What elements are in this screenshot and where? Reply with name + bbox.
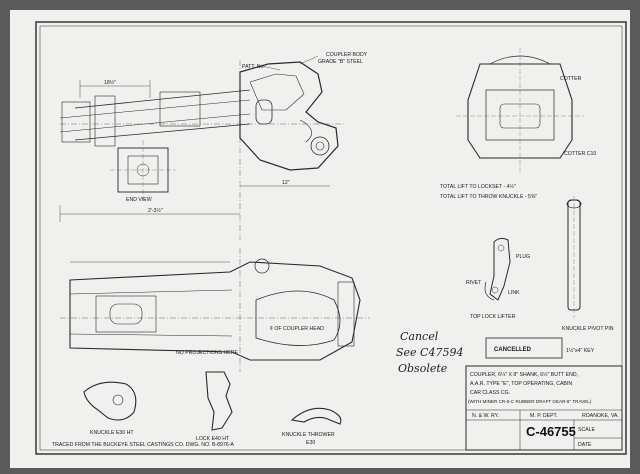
dim-18: 18½" — [104, 79, 116, 86]
knuckle-thrower-label: KNUCKLE THROWER — [282, 432, 335, 438]
inner-border — [39, 25, 623, 451]
end-view-label: END VIEW — [126, 197, 152, 203]
dept-label: M. P. DEPT. — [530, 413, 558, 419]
patt-label: PATT. No. — [242, 64, 265, 70]
knuckle-part — [83, 381, 137, 421]
title-block — [465, 365, 623, 451]
scale-label: SCALE — [578, 427, 596, 433]
location-label: ROANOKE, VA. — [582, 413, 619, 419]
cancel-note-3: Obsolete — [398, 362, 448, 375]
top-coupler-view — [59, 55, 346, 240]
plug-label: PLUG — [516, 254, 530, 260]
coupler-body-label: COUPLER BODY — [326, 52, 368, 58]
dim-12: 12" — [282, 180, 290, 186]
dim-2-3: 2'-3½" — [148, 207, 163, 214]
title-line-1: COUPLER, 6¼" X 8" SHANK, 6½" BUTT END, — [470, 371, 578, 378]
cancelled-stamp-text: CANCELLED — [494, 347, 532, 353]
key-label: 1½"x4" KEY — [566, 347, 595, 354]
head-end-view — [456, 48, 584, 172]
link-label: LINK — [508, 290, 520, 296]
end-view — [110, 140, 176, 200]
cotter-c-label: COTTER C10 — [564, 151, 596, 157]
coupler-grade-label: GRADE "B" STEEL — [318, 59, 363, 65]
cancelled-stamp-box — [485, 337, 563, 359]
lock-ht-label: LOCK E40 HT — [196, 436, 230, 442]
total-lift-throw: TOTAL LIFT TO THROW KNUCKLE - 5⅜" — [440, 194, 537, 200]
paper — [10, 10, 630, 468]
title-line-3: CAR CLASS CG. — [470, 390, 510, 396]
traced-from-note: TRACED FROM THE BUCKEYE STEEL CASTINGS C… — [52, 442, 234, 448]
title-line-4: (WITH MINER CR-6-C RUBBER DRAFT GEAR-6" … — [468, 399, 592, 404]
title-line-2: A.A.R. TYPE "E", TOP OPERATING, CABIN — [470, 381, 572, 387]
top-lock-lifter-label: TOP LOCK LIFTER — [470, 314, 516, 320]
border-frame — [35, 21, 627, 455]
railway-label: N. & W. RY. — [472, 413, 499, 419]
cotter-top-label: COTTER — [560, 76, 582, 82]
bottom-coupler-view — [60, 248, 370, 372]
knuckle-ht-label: KNUCKLE E30 HT — [90, 430, 134, 436]
knuckle-pivot-pin-label: KNUCKLE PIVOT PIN — [562, 326, 614, 332]
drawing-number: C-46755 — [526, 424, 576, 439]
knuckle-pivot-pin — [566, 196, 582, 318]
cl-coupler-head-label: ¢ OF COUPLER HEAD — [270, 326, 324, 332]
total-lift-lockset: TOTAL LIFT TO LOCKSET - 4½" — [440, 183, 516, 190]
cancel-note-1: Cancel — [400, 330, 439, 343]
knuckle-thrower-id: E30 — [306, 440, 315, 446]
cancel-note-2: See C47594 — [396, 346, 463, 359]
knuckle-thrower-part — [290, 407, 342, 425]
lock-part — [205, 371, 233, 431]
rivet-label: RIVET — [466, 280, 482, 286]
top-lock-lifter — [484, 237, 511, 301]
date-label: DATE — [578, 442, 592, 448]
no-projections-label: NO PROJECTIONS HERE — [176, 350, 239, 356]
